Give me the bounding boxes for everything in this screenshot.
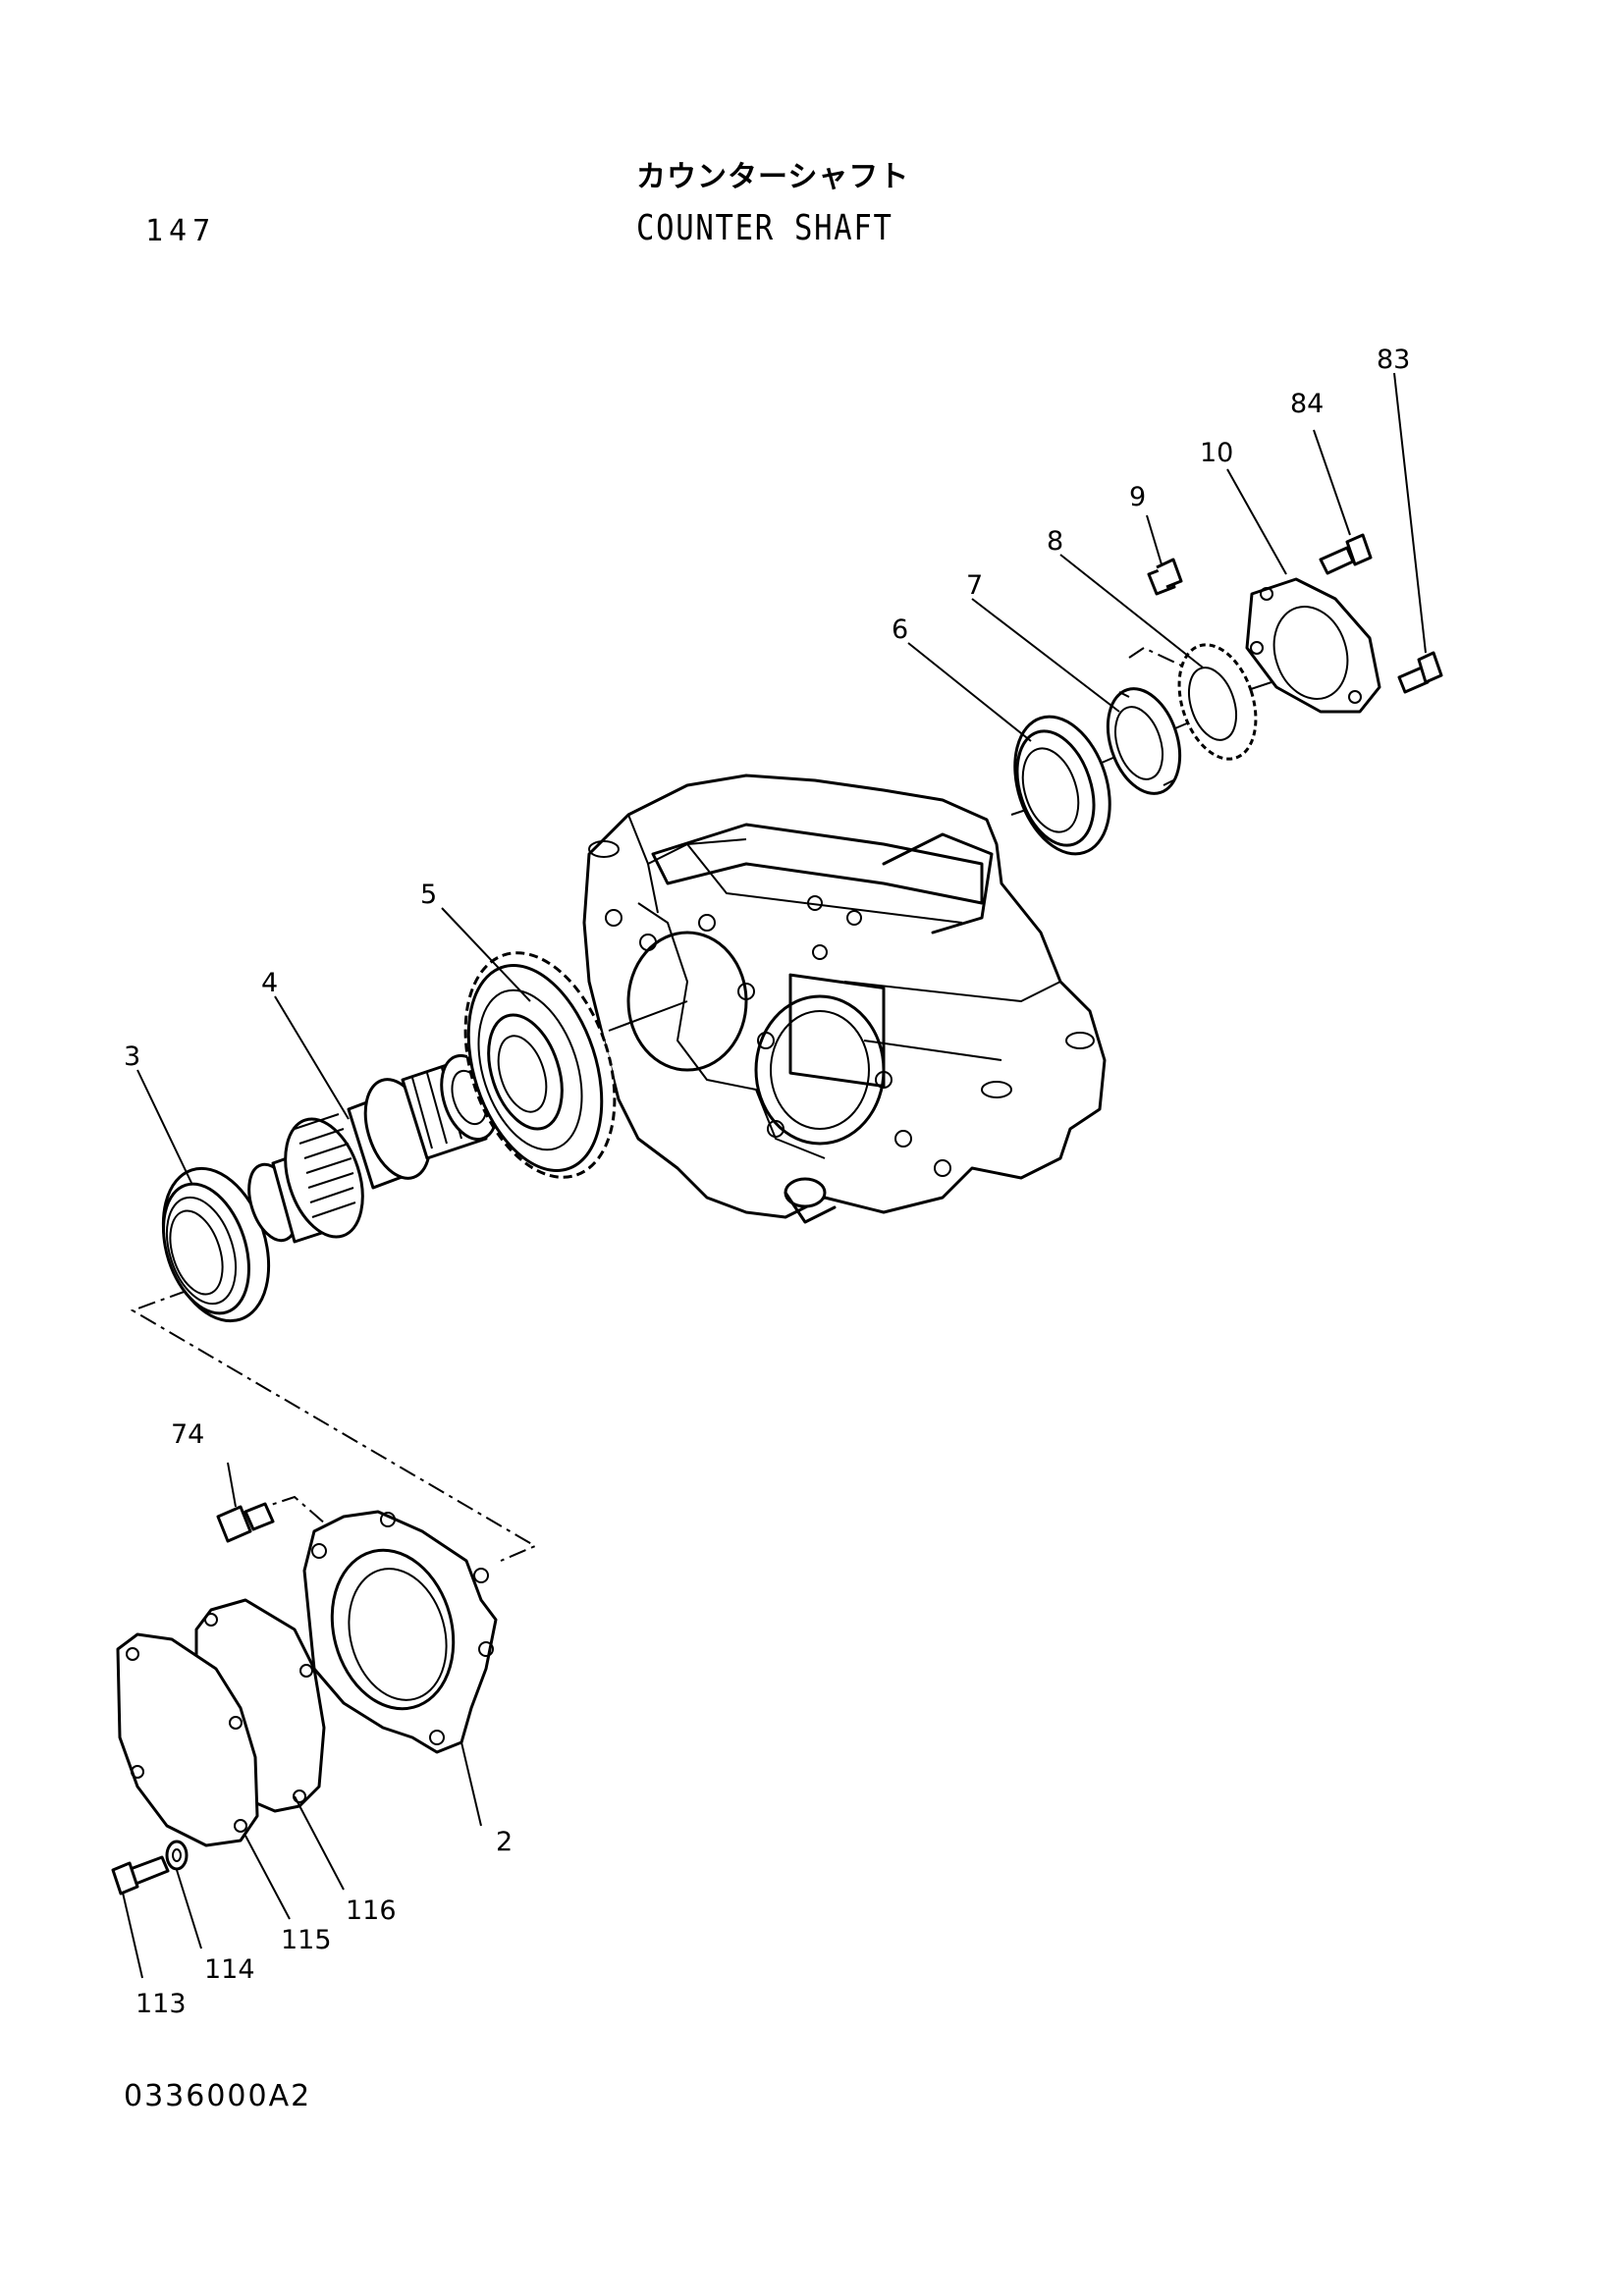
page-title-japanese: カウンターシャフト (636, 160, 910, 194)
part-4-counter-shaft (247, 1053, 499, 1244)
part-115-cover-plate (116, 1632, 259, 1847)
callout-2: 2 (496, 1827, 513, 1857)
part-2-housing (302, 1510, 498, 1754)
part-9-bolt (1147, 558, 1183, 596)
part-5-gear (463, 951, 617, 1179)
callout-116: 116 (346, 1896, 397, 1926)
callout-114: 114 (204, 1954, 255, 1985)
part-83-bolt (1397, 651, 1443, 694)
transmission-case (582, 774, 1107, 1224)
figure-code: 0336000A2 (124, 2079, 312, 2113)
page-title: COUNTER SHAFT (636, 208, 893, 248)
callout-115: 115 (281, 1925, 332, 1955)
callout-5: 5 (420, 880, 437, 910)
part-74-bolt (216, 1502, 275, 1543)
callout-labels: 83 84 10 9 8 7 6 5 4 3 74 2 116 115 114 … (124, 345, 1410, 2019)
callout-8: 8 (1047, 526, 1063, 557)
part-3-bearing (161, 1166, 271, 1323)
part-114-washer (165, 1840, 189, 1871)
part-7-collar (1106, 687, 1182, 795)
part-6-bearing (1013, 715, 1111, 856)
part-84-bolt (1319, 533, 1373, 575)
callout-6: 6 (892, 614, 908, 645)
assembly-axis-lines (130, 646, 1287, 1562)
callout-10: 10 (1200, 438, 1233, 468)
callout-84: 84 (1290, 389, 1324, 419)
callout-74: 74 (171, 1419, 204, 1450)
callout-4: 4 (261, 968, 278, 998)
callout-3: 3 (124, 1041, 140, 1072)
callout-113: 113 (135, 1989, 187, 2019)
page-number: 147 (145, 214, 217, 248)
callout-83: 83 (1377, 345, 1410, 375)
part-10-bearing-cover (1245, 577, 1381, 714)
callout-leader-lines (122, 372, 1427, 1979)
callout-9: 9 (1129, 482, 1146, 512)
part-113-bolt (111, 1855, 170, 1896)
part-8-lock-washer (1177, 643, 1258, 761)
callout-7: 7 (966, 570, 983, 601)
